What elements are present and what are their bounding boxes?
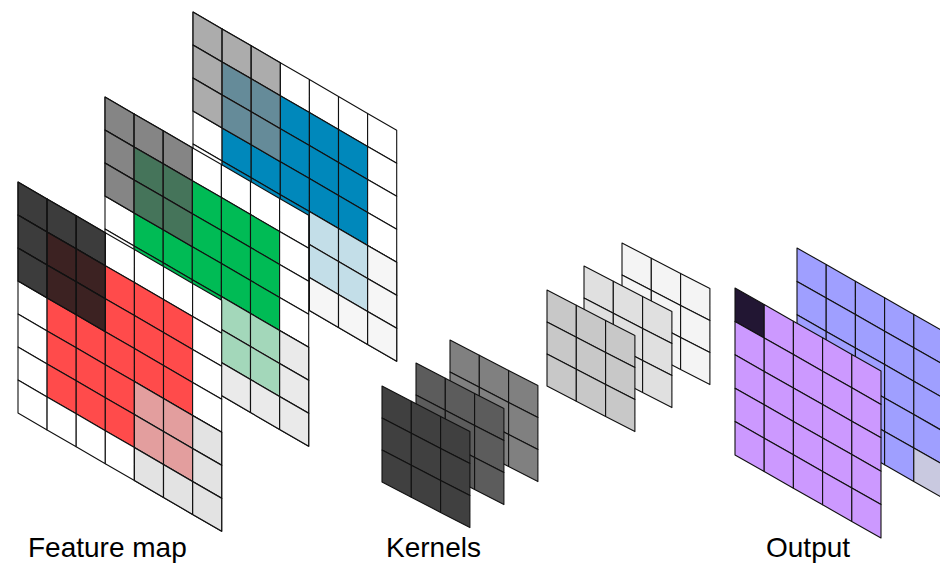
kernel-window (164, 465, 193, 515)
kernel-cell (606, 384, 635, 431)
kernel-window (134, 180, 163, 230)
feature-cell (18, 380, 47, 430)
output-cell (852, 488, 881, 538)
output-cell (823, 471, 852, 521)
kernel-cell (382, 450, 411, 497)
kernel-window (18, 248, 47, 298)
kernel-window (193, 78, 222, 128)
kernel-window (251, 112, 280, 162)
kernel-window (339, 295, 368, 345)
output-cell (764, 438, 793, 488)
section-label: Output (766, 534, 850, 562)
kernel-window (251, 380, 280, 430)
kernel-window (163, 197, 192, 247)
kernel-cell (441, 480, 470, 527)
kernel-cell (475, 457, 504, 504)
kernel-window (309, 278, 338, 328)
kernel-window (47, 265, 76, 315)
kernel-cell (411, 465, 440, 512)
kernel-cell (547, 354, 576, 401)
kernel-window (193, 481, 222, 531)
section-label: Feature map (28, 534, 187, 562)
kernel-cell (576, 369, 605, 416)
kernel-window (134, 448, 163, 498)
section-label: Kernels (386, 534, 481, 562)
kernel-cell (643, 360, 672, 407)
kernel-window (221, 363, 250, 413)
output-cell (885, 431, 914, 481)
kernel-cell (509, 434, 538, 481)
output-cell (914, 448, 940, 498)
kernel-cell (681, 337, 710, 384)
feature-cell (105, 431, 134, 481)
kernel-window (368, 311, 397, 361)
kernel-window (280, 396, 309, 446)
output-cell (735, 422, 764, 472)
kernel-window (76, 282, 105, 332)
kernel-window (222, 95, 251, 145)
feature-cell (76, 414, 105, 464)
feature-cell (47, 397, 76, 447)
output-cell (793, 455, 822, 505)
kernel-window (105, 163, 134, 213)
